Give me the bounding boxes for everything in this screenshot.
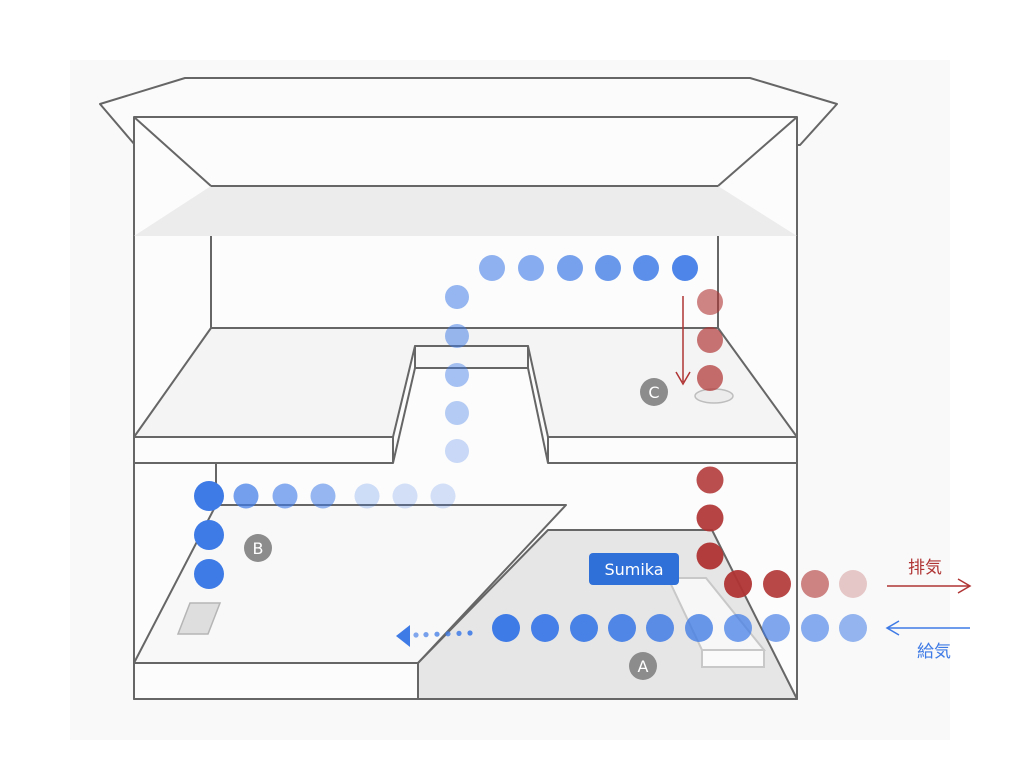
supply-dot bbox=[531, 614, 559, 642]
exhaust-dot bbox=[697, 289, 723, 315]
exhaust-dot bbox=[696, 504, 724, 532]
exhaust-down-arrow bbox=[675, 296, 691, 386]
supply-dot bbox=[445, 324, 469, 348]
upper-floor-vent bbox=[694, 388, 734, 404]
marker-c-label: C bbox=[648, 383, 659, 402]
supply-dot bbox=[233, 483, 259, 509]
supply-dot bbox=[479, 255, 505, 281]
exhaust-dot bbox=[801, 570, 829, 598]
supply-dot bbox=[646, 614, 674, 642]
marker-a-label: A bbox=[638, 657, 649, 676]
stair-side-left bbox=[392, 367, 416, 464]
supply-dot bbox=[672, 255, 698, 281]
supply-dot bbox=[595, 255, 621, 281]
exhaust-out-arrow bbox=[887, 578, 972, 594]
marker-a: A bbox=[629, 652, 657, 680]
sumika-badge-box bbox=[589, 553, 679, 585]
sumika-badge-label: Sumika bbox=[604, 560, 663, 579]
supply-dot bbox=[633, 255, 659, 281]
exhaust-dot bbox=[696, 542, 724, 570]
supply-trail-dot bbox=[445, 631, 451, 637]
supply-dot bbox=[392, 483, 418, 509]
supply-trail-dot bbox=[456, 630, 462, 637]
supply-trail-dot bbox=[423, 632, 429, 638]
upper-floor-edge-right bbox=[547, 436, 798, 464]
ceiling-edge-right bbox=[717, 116, 798, 187]
supply-dot bbox=[557, 255, 583, 281]
ceiling-shade bbox=[134, 186, 797, 236]
upper-floor-edge-left bbox=[133, 436, 394, 464]
supply-dot bbox=[272, 483, 298, 509]
supply-dot bbox=[762, 614, 790, 642]
exhaust-dot bbox=[839, 570, 867, 598]
exhaust-dot bbox=[724, 570, 752, 598]
lower-floor-edge-left bbox=[133, 662, 419, 700]
supply-dot bbox=[801, 614, 829, 642]
supply-dot bbox=[430, 483, 456, 509]
supply-dot bbox=[445, 439, 469, 463]
supply-dot bbox=[445, 401, 469, 425]
supply-dot bbox=[445, 285, 469, 309]
airflow-dots bbox=[194, 255, 867, 642]
supply-dot bbox=[194, 520, 224, 550]
supply-dot bbox=[194, 481, 224, 511]
exhaust-label: 排気 bbox=[908, 558, 942, 578]
marker-b-label: B bbox=[253, 539, 264, 558]
supply-dot bbox=[492, 614, 520, 642]
supply-dot bbox=[839, 614, 867, 642]
supply-inflow-arrowhead bbox=[396, 625, 410, 647]
exhaust-dot bbox=[696, 466, 724, 494]
marker-b: B bbox=[244, 534, 272, 562]
supply-dot bbox=[685, 614, 713, 642]
supply-dot bbox=[608, 614, 636, 642]
stair-side-right bbox=[527, 367, 549, 464]
ceiling-edge-left bbox=[133, 116, 212, 187]
supply-dot bbox=[518, 255, 544, 281]
stair-landing bbox=[414, 345, 529, 369]
sumika-unit-base bbox=[701, 649, 765, 668]
supply-dot bbox=[445, 363, 469, 387]
supply-inflow-arrow bbox=[396, 625, 473, 647]
supply-in-arrow bbox=[885, 620, 970, 636]
exhaust-dot bbox=[763, 570, 791, 598]
exhaust-dot bbox=[697, 365, 723, 391]
lower-floor-vent bbox=[176, 602, 222, 635]
supply-dot bbox=[354, 483, 380, 509]
supply-dot bbox=[310, 483, 336, 509]
supply-dot bbox=[194, 559, 224, 589]
supply-dot bbox=[724, 614, 752, 642]
supply-label: 給気 bbox=[917, 642, 951, 662]
exhaust-dot bbox=[697, 327, 723, 353]
supply-dot bbox=[570, 614, 598, 642]
supply-trail-dots bbox=[413, 630, 473, 638]
sumika-badge: Sumika bbox=[589, 553, 679, 585]
supply-trail-dot bbox=[413, 632, 419, 638]
marker-c: C bbox=[640, 378, 668, 406]
supply-trail-dot bbox=[434, 631, 440, 637]
supply-trail-dot bbox=[467, 630, 473, 636]
